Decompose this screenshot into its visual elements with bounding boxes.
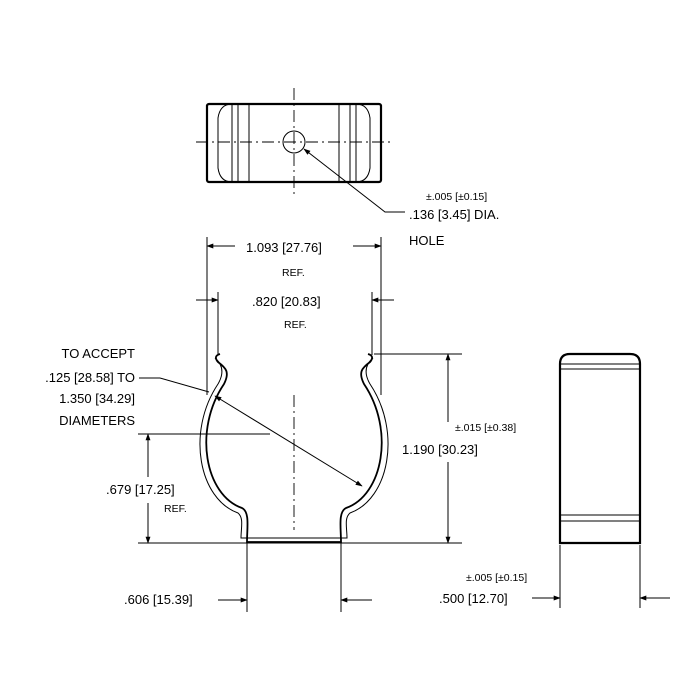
accept-diameter-line xyxy=(214,395,363,487)
depth-label: .500 [12.70] xyxy=(439,591,508,606)
clip-profile-inner xyxy=(199,357,389,539)
inner-width-label: .820 [20.83] xyxy=(252,294,321,309)
hole-leader xyxy=(303,148,405,213)
inner-width-ref: REF. xyxy=(284,319,307,331)
hole-word-label: HOLE xyxy=(409,233,445,248)
outer-width-label: 1.093 [27.76] xyxy=(246,240,322,255)
hole-dia-label: .136 [3.45] DIA. xyxy=(409,207,499,222)
accept-line-1: TO ACCEPT xyxy=(62,346,136,361)
depth-tolerance-label: ±.005 [±0.15] xyxy=(466,572,527,584)
height-tolerance-label: ±.015 [±0.38] xyxy=(455,422,516,434)
top-view-left-end xyxy=(217,103,233,183)
height-label: 1.190 [30.23] xyxy=(402,442,478,457)
accept-line-2: .125 [28.58] TO xyxy=(45,370,135,385)
side-view-outline xyxy=(558,352,642,545)
hole-tolerance-label: ±.005 [±0.15] xyxy=(426,191,487,203)
center-height-label: .679 [17.25] xyxy=(106,482,175,497)
side-view xyxy=(532,352,670,608)
accept-line-3: 1.350 [34.29] xyxy=(59,391,135,406)
top-view xyxy=(196,88,405,213)
accept-leader xyxy=(159,377,210,393)
top-view-right-end xyxy=(355,103,371,183)
front-view xyxy=(138,237,462,612)
clip-profile xyxy=(205,353,383,543)
center-height-ref: REF. xyxy=(164,503,187,515)
mounting-hole xyxy=(282,130,306,154)
outer-width-ref: REF. xyxy=(282,267,305,279)
base-width-label: .606 [15.39] xyxy=(124,592,193,607)
accept-line-4: DIAMETERS xyxy=(59,413,135,428)
